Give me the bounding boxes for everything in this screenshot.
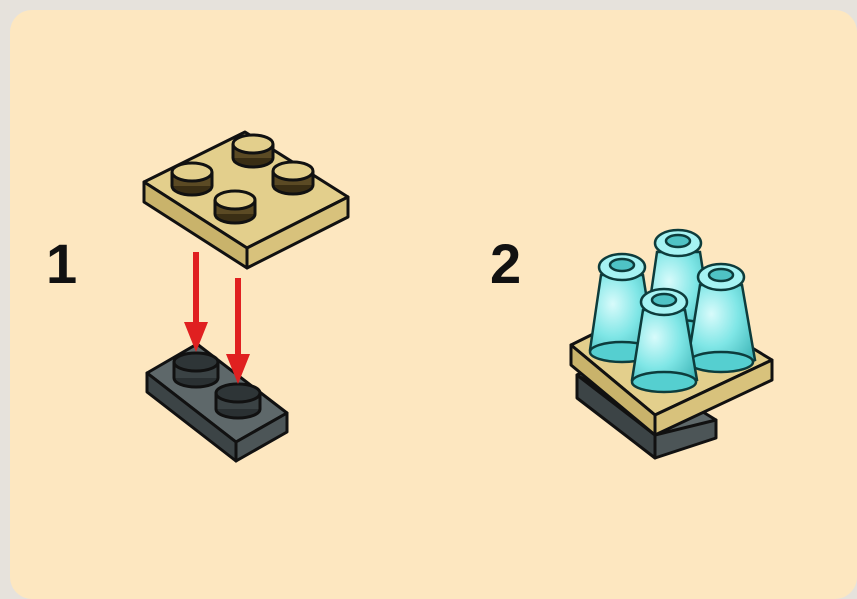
cone-piece: [630, 287, 699, 394]
stud: [231, 133, 275, 169]
stud: [213, 189, 257, 225]
stud: [271, 160, 315, 196]
cone-piece: [686, 262, 757, 374]
stud: [214, 382, 262, 420]
step-number-2: 2: [490, 232, 522, 295]
step-number-1: 1: [46, 232, 78, 295]
tan-plate-2x2: [142, 130, 350, 270]
dark-gray-plate-1x2: [145, 342, 289, 463]
stud: [172, 351, 220, 389]
assembly-arrow: [226, 278, 250, 384]
step-2-illustration: [569, 228, 774, 460]
assembly-arrow: [184, 252, 208, 352]
stud: [170, 161, 214, 197]
step-1-illustration: [142, 130, 350, 463]
